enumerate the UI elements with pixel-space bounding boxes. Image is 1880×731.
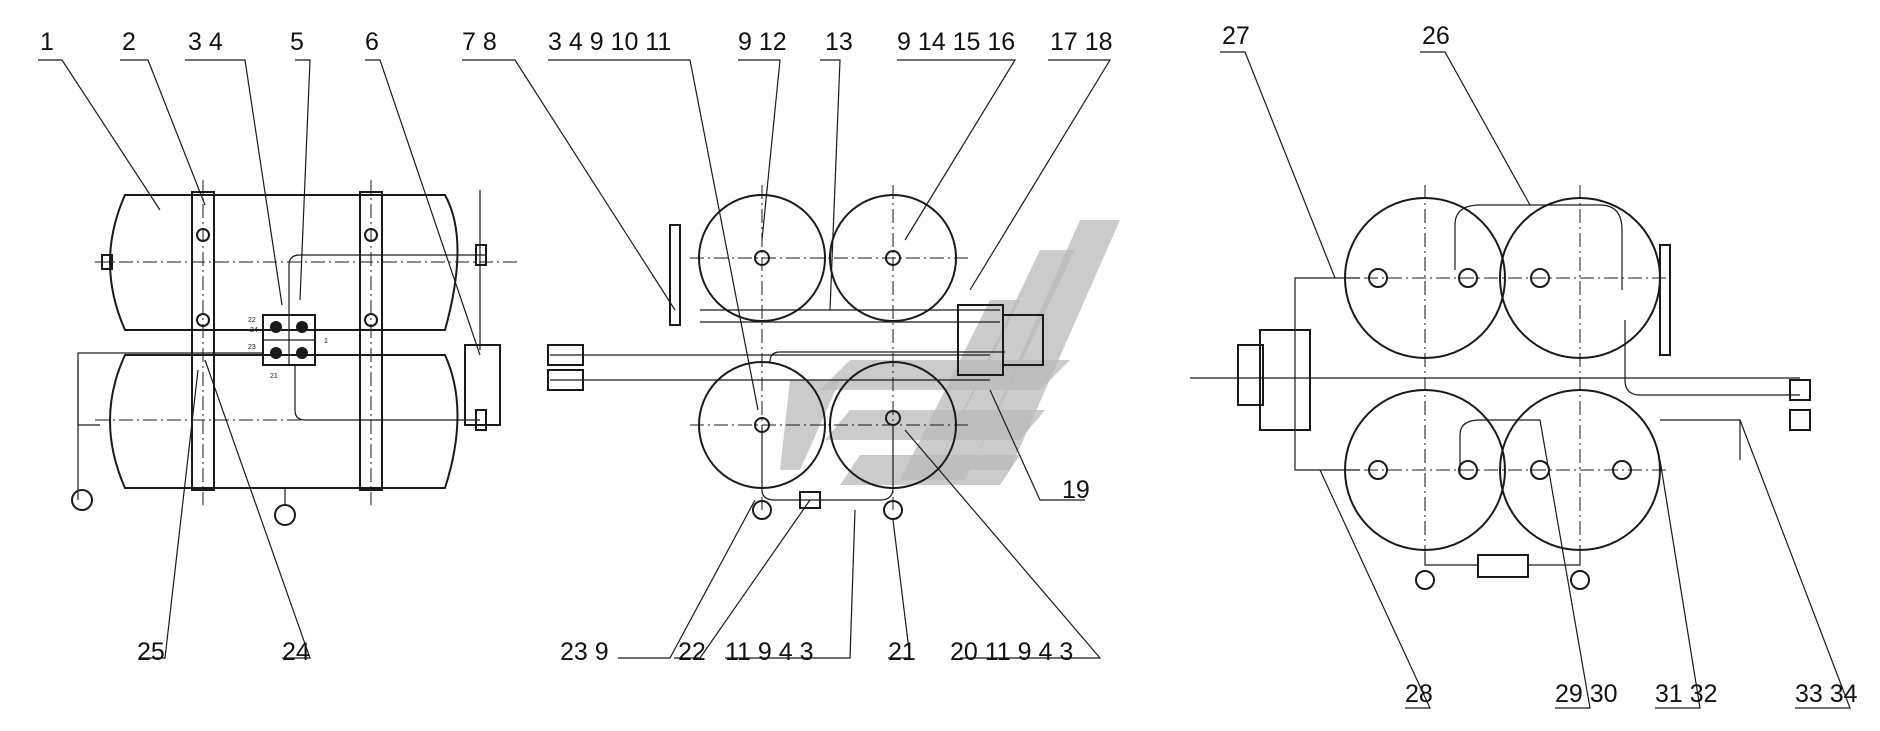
block-label: 23	[248, 344, 256, 351]
air-pipe	[1624, 320, 1800, 396]
watermark-stroke	[820, 360, 1070, 390]
label-6: 6	[365, 28, 379, 56]
valve-port	[296, 321, 308, 333]
label-1: 1	[40, 28, 54, 56]
drain-valve	[1415, 570, 1435, 590]
bracket	[1659, 244, 1671, 356]
drain-valve	[1570, 570, 1590, 590]
strap-bolt	[196, 228, 210, 242]
label-33-34: 33 34	[1795, 680, 1858, 708]
air-pipe	[1454, 204, 1623, 290]
drain-valve	[752, 500, 772, 520]
port	[1458, 460, 1478, 480]
watermark-stroke	[970, 220, 1120, 470]
block-label: 21	[270, 373, 278, 380]
fitting	[799, 491, 821, 509]
fitting	[475, 244, 487, 266]
strap-bolt	[364, 313, 378, 327]
coupling	[547, 344, 584, 366]
label-9-12: 9 12	[738, 28, 787, 56]
air-pipe	[1294, 277, 1360, 471]
bracket	[669, 224, 681, 326]
label-26: 26	[1422, 22, 1450, 50]
port	[885, 250, 901, 266]
valve-port	[270, 347, 282, 359]
middle-view: 7 8 3 4 9 10 11 9 12 13 9 14 15 16 17 18…	[462, 28, 1113, 666]
port	[1368, 460, 1388, 480]
label-21: 21	[888, 638, 916, 666]
coupling	[547, 369, 584, 391]
relay-valve	[1259, 329, 1311, 431]
label-25: 25	[137, 638, 165, 666]
watermark-stroke	[840, 455, 1020, 485]
drain-valve	[71, 489, 93, 511]
relay-valve-head	[1237, 344, 1264, 406]
block-label: 1	[324, 338, 328, 345]
air-pipe	[1528, 552, 1581, 566]
relay-valve-head	[1002, 314, 1044, 366]
mounting-bracket	[464, 344, 501, 426]
leader-lines	[1220, 51, 1851, 709]
label-7-8: 7 8	[462, 28, 497, 56]
end-plug	[101, 254, 113, 270]
air-pipe	[77, 352, 263, 500]
port	[1612, 460, 1632, 480]
block-label: 22	[248, 317, 256, 324]
label-23-9: 23 9	[560, 638, 609, 666]
valve-port	[270, 321, 282, 333]
drain-fitting	[1477, 554, 1529, 578]
label-31-32: 31 32	[1655, 680, 1718, 708]
label-3-4: 3 4	[188, 28, 223, 56]
label-9-14-15-16: 9 14 15 16	[897, 28, 1015, 56]
port	[1368, 268, 1388, 288]
fitting	[475, 409, 487, 431]
label-2: 2	[122, 28, 136, 56]
label-29-30: 29 30	[1555, 680, 1618, 708]
right-view: 27 26 28 29 30 31 32 33 34	[1190, 22, 1858, 709]
port	[754, 250, 770, 266]
block-label: 24	[250, 327, 258, 334]
port	[1458, 268, 1478, 288]
coupling	[1789, 379, 1811, 401]
label-3-4-9-10-11: 3 4 9 10 11	[548, 28, 671, 56]
upper-air-tank	[109, 194, 459, 331]
label-22: 22	[678, 638, 706, 666]
label-11-9-4-3: 11 9 4 3	[725, 638, 814, 666]
air-pipe	[77, 360, 100, 426]
coupling	[1789, 409, 1811, 431]
air-pipe	[1459, 419, 1540, 475]
drain-valve	[883, 500, 903, 520]
port	[1530, 268, 1550, 288]
drain-valve	[274, 504, 296, 526]
label-19: 19	[1062, 476, 1090, 504]
left-view: 22 23 24 21 1 1 2 3 4 5 6 25	[38, 28, 520, 666]
label-5: 5	[290, 28, 304, 56]
label-17-18: 17 18	[1050, 28, 1113, 56]
air-pipe	[294, 365, 480, 421]
lower-air-tank	[109, 354, 459, 489]
air-pipe	[1660, 419, 1741, 460]
leader-lines	[462, 59, 1112, 659]
leader-lines	[38, 59, 481, 659]
air-pipe	[288, 254, 485, 315]
strap-bolt	[196, 313, 210, 327]
label-24: 24	[282, 638, 310, 666]
valve-port	[296, 347, 308, 359]
label-27: 27	[1222, 22, 1250, 50]
label-20-11-9-4-3: 20 11 9 4 3	[950, 638, 1073, 666]
air-pipe	[769, 351, 1005, 363]
air-pipe	[761, 425, 894, 501]
air-pipe	[1424, 552, 1478, 566]
strap-bolt	[364, 228, 378, 242]
label-13: 13	[825, 28, 853, 56]
label-28: 28	[1405, 680, 1433, 708]
